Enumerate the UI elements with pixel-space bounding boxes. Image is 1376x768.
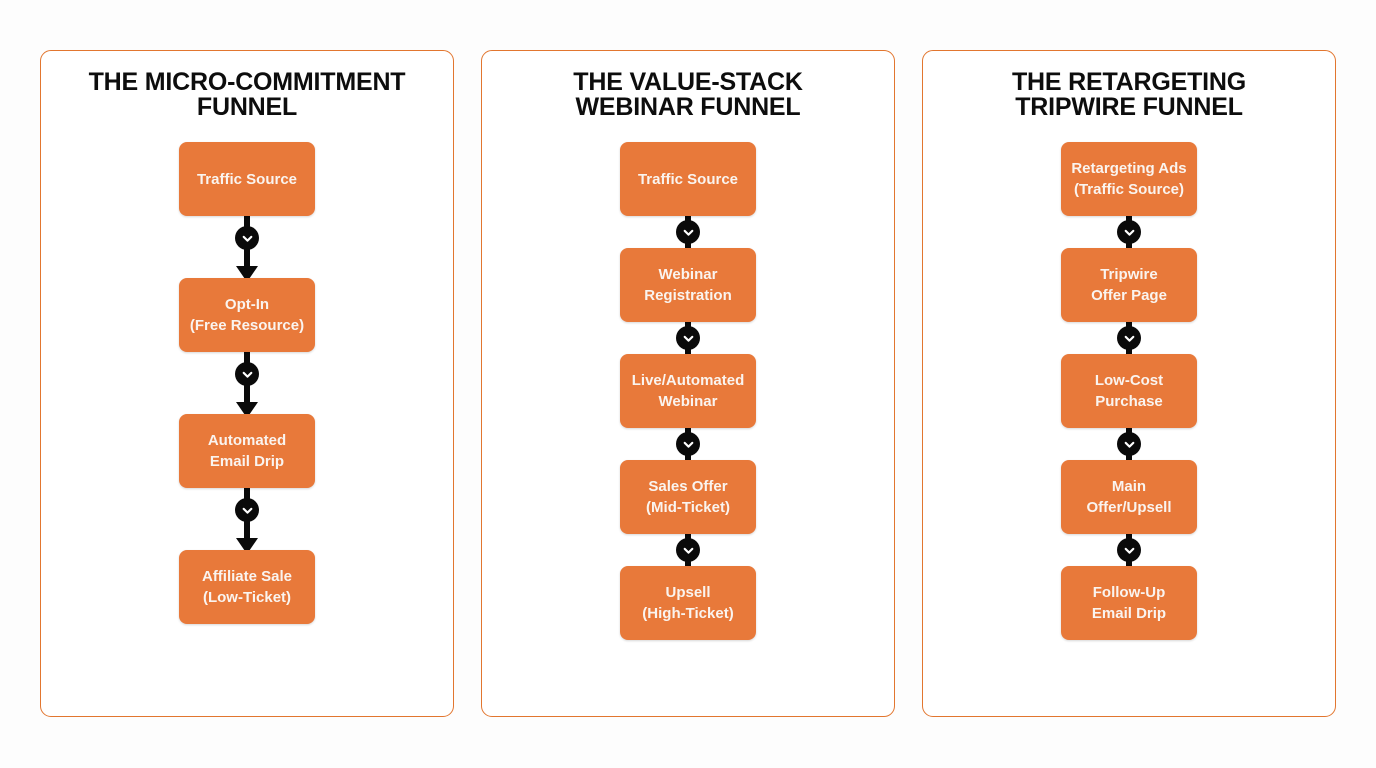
funnel-step-node[interactable]: Follow-Up Email Drip [1061, 566, 1197, 640]
funnel-card-micro-commitment-funnel: THE MICRO-COMMITMENT FUNNEL Traffic Sourc… [40, 50, 454, 717]
funnel-step-node[interactable]: Upsell (High-Ticket) [620, 566, 756, 640]
chevron-down-icon [676, 538, 700, 562]
funnel-step-node[interactable]: Automated Email Drip [179, 414, 315, 488]
chevron-down-icon [676, 326, 700, 350]
funnel-title: THE VALUE-STACK WEBINAR FUNNEL [573, 68, 803, 121]
funnel-step-node[interactable]: Traffic Source [620, 142, 756, 216]
flow-connector [1114, 530, 1144, 570]
flow-connector [232, 348, 262, 418]
funnel-step-node[interactable]: Traffic Source [179, 142, 315, 216]
chevron-down-icon [676, 220, 700, 244]
funnel-step-node[interactable]: Sales Offer (Mid-Ticket) [620, 460, 756, 534]
funnel-step-node[interactable]: Low-Cost Purchase [1061, 354, 1197, 428]
funnel-title: THE RETARGETING TRIPWIRE FUNNEL [1011, 68, 1247, 121]
chevron-down-icon [235, 498, 259, 522]
chevron-down-icon [1117, 432, 1141, 456]
chevron-down-icon [1117, 538, 1141, 562]
funnel-step-node[interactable]: Retargeting Ads (Traffic Source) [1061, 142, 1197, 216]
flow-connector [673, 424, 703, 464]
funnel-card-value-stack-webinar-funnel: THE VALUE-STACK WEBINAR FUNNEL Traffic So… [481, 50, 895, 717]
flow-connector [1114, 424, 1144, 464]
funnel-card-retargeting-tripwire-funnel: THE RETARGETING TRIPWIRE FUNNEL Retargeti… [922, 50, 1336, 717]
funnel-title: THE MICRO-COMMITMENT FUNNEL [88, 68, 406, 121]
flow-connector [1114, 212, 1144, 252]
funnel-step-node[interactable]: Opt-In (Free Resource) [179, 278, 315, 352]
flow-connector [232, 212, 262, 282]
funnel-step-node[interactable]: Main Offer/Upsell [1061, 460, 1197, 534]
flow-connector [232, 484, 262, 554]
chevron-down-icon [235, 362, 259, 386]
funnel-step-node[interactable]: Tripwire Offer Page [1061, 248, 1197, 322]
funnel-step-node[interactable]: Affiliate Sale (Low-Ticket) [179, 550, 315, 624]
funnel-step-node[interactable]: Live/Automated Webinar [620, 354, 756, 428]
funnel-step-node[interactable]: Webinar Registration [620, 248, 756, 322]
funnel-flow: Retargeting Ads (Traffic Source) Tripwire… [1061, 142, 1197, 640]
flow-connector [673, 530, 703, 570]
flow-connector [673, 212, 703, 252]
chevron-down-icon [235, 226, 259, 250]
chevron-down-icon [1117, 220, 1141, 244]
chevron-down-icon [1117, 326, 1141, 350]
chevron-down-icon [676, 432, 700, 456]
flow-connector [673, 318, 703, 358]
flow-connector [1114, 318, 1144, 358]
